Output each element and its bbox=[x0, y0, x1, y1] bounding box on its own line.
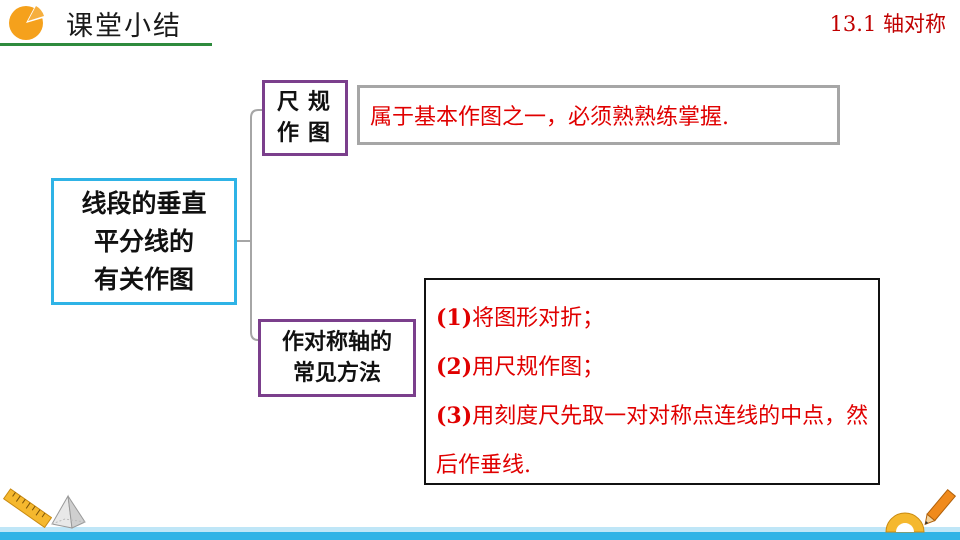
step-text: 将图形对折； bbox=[472, 306, 605, 331]
protractor-icon bbox=[885, 512, 925, 533]
branch-ruler-compass-box: 尺规 作图 bbox=[262, 80, 348, 156]
step-item: (3)用刻度尺先取一对对称点连线的中点，然后作垂线. bbox=[436, 392, 870, 490]
branch2-steps-box: (1)将图形对折； (2)用尺规作图； (3)用刻度尺先取一对对称点连线的中点，… bbox=[424, 278, 880, 485]
pencil-icon bbox=[924, 488, 956, 526]
branch2-line-1: 作对称轴的 bbox=[281, 330, 392, 355]
branch-symmetry-axis-box: 作对称轴的 常见方法 bbox=[258, 319, 416, 397]
footer-bar-light bbox=[0, 527, 960, 532]
branch1-description: 属于基本作图之一，必须熟熟练掌握. bbox=[357, 85, 840, 145]
main-topic-line-3: 有关作图 bbox=[93, 264, 194, 294]
ruler-icon bbox=[2, 488, 52, 529]
pyramid-icon bbox=[51, 494, 86, 529]
pie-chart-icon bbox=[9, 6, 44, 40]
step-number: (1) bbox=[436, 305, 473, 331]
step-item: (1)将图形对折； bbox=[436, 294, 870, 343]
main-topic-line-1: 线段的垂直 bbox=[81, 188, 207, 218]
footer-bar bbox=[0, 532, 960, 540]
branch2-line-2: 常见方法 bbox=[292, 361, 381, 386]
branch1-line-2: 作图 bbox=[276, 121, 339, 146]
page-title: 课堂小结 bbox=[66, 11, 182, 42]
section-label: 13.1 轴对称 bbox=[829, 12, 946, 36]
step-text: 用刻度尺先取一对对称点连线的中点，然后作垂线. bbox=[436, 404, 869, 478]
step-number: (2) bbox=[436, 354, 473, 380]
step-number: (3) bbox=[436, 403, 473, 429]
branch1-line-1: 尺规 bbox=[276, 90, 339, 115]
header-underline bbox=[0, 43, 212, 46]
main-topic-box: 线段的垂直 平分线的 有关作图 bbox=[51, 178, 237, 305]
main-topic-line-2: 平分线的 bbox=[93, 226, 194, 256]
step-item: (2)用尺规作图； bbox=[436, 343, 870, 392]
step-text: 用尺规作图； bbox=[472, 355, 605, 380]
